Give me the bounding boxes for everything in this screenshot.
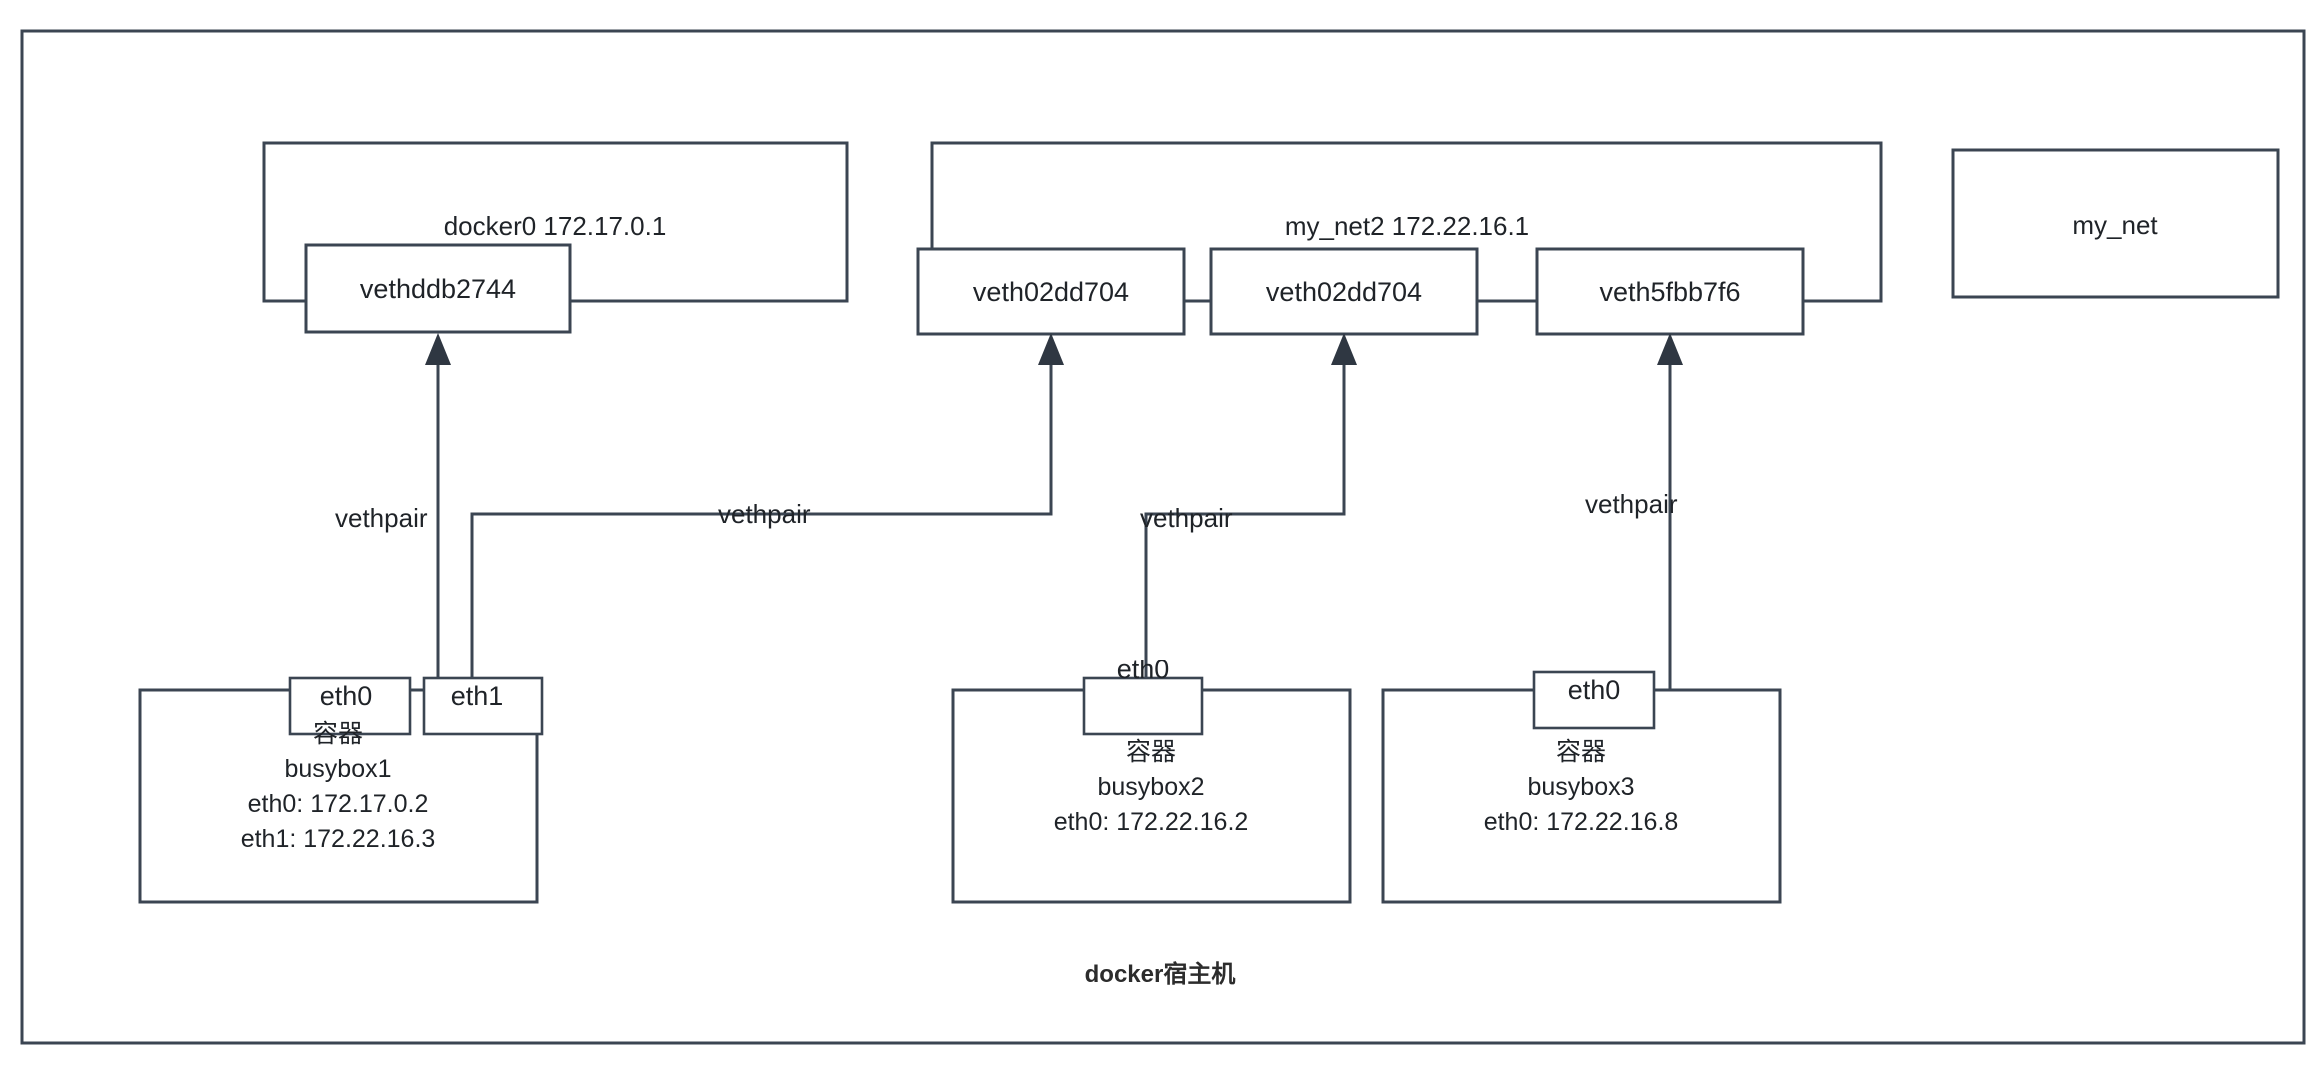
- container-busybox2-name: busybox2: [1097, 773, 1204, 801]
- link-busybox1-eth1-to-veth02dd704-a: [470, 345, 1053, 690]
- veth-vethddb2744-label: vethddb2744: [360, 274, 516, 304]
- arrowhead-veth5fbb7f6: [1657, 333, 1683, 365]
- bridge-docker0-label: docker0 172.17.0.1: [444, 211, 667, 241]
- iface-busybox2-eth0[interactable]: [1082, 676, 1204, 736]
- container-busybox3-addr-0: eth0: 172.22.16.8: [1484, 808, 1679, 836]
- iface-busybox3-eth0-fill: [1534, 672, 1654, 728]
- page-title: docker宿主机: [1085, 960, 1236, 988]
- iface-busybox2-eth0-label-clip: eth0: [1084, 660, 1202, 684]
- container-busybox1-addr-0: eth0: 172.17.0.2: [248, 790, 429, 818]
- link-label-vethpair-3: vethpair: [1140, 503, 1233, 533]
- link-busybox2-eth0-to-veth02dd704-b: [1144, 345, 1346, 690]
- iface-busybox3-eth0[interactable]: [1532, 670, 1656, 730]
- container-busybox3-kind: 容器: [1556, 738, 1606, 766]
- link-label-vethpair-1: vethpair: [335, 503, 428, 533]
- container-busybox3-name: busybox3: [1527, 773, 1634, 801]
- iface-busybox3-eth0-label: eth0: [1568, 675, 1621, 705]
- iface-busybox2-eth0-fill: [1084, 678, 1202, 734]
- bridge-my_net[interactable]: [1951, 148, 2280, 299]
- bridge-my_net2-label: my_net2 172.22.16.1: [1285, 211, 1529, 241]
- veth-vethddb2744-fill: [306, 245, 570, 332]
- container-busybox2-kind: 容器: [1126, 738, 1176, 766]
- arrowhead-veth02dd704-b: [1331, 333, 1357, 365]
- veth-veth5fbb7f6-fill: [1537, 249, 1803, 334]
- iface-busybox1-eth0[interactable]: [288, 676, 412, 736]
- container-busybox2-addr-0: eth0: 172.22.16.2: [1054, 808, 1249, 836]
- docker-host-frame: [20, 29, 2306, 1045]
- iface-busybox1-eth1-fill: [424, 678, 542, 734]
- link-label-vethpair-2: vethpair: [718, 499, 811, 529]
- iface-busybox1-eth1-label: eth1: [451, 681, 504, 711]
- bridge-my_net-label: my_net: [2072, 210, 2158, 240]
- iface-busybox1-eth0-label: eth0: [320, 681, 373, 711]
- veth-veth5fbb7f6-label: veth5fbb7f6: [1599, 277, 1740, 307]
- veth-veth02dd704-a-label: veth02dd704: [973, 277, 1129, 307]
- veth-veth02dd704-b-fill: [1211, 249, 1477, 334]
- veth-veth02dd704-b-label: veth02dd704: [1266, 277, 1422, 307]
- container-busybox1-name: busybox1: [284, 755, 391, 783]
- veth-veth02dd704-a-fill: [918, 249, 1184, 334]
- iface-busybox1-eth0-fill: [290, 678, 410, 734]
- iface-busybox2-eth0-label: eth0: [1116, 660, 1170, 684]
- link-label-vethpair-4: vethpair: [1585, 489, 1678, 519]
- container-busybox1-addr-1: eth1: 172.22.16.3: [241, 825, 436, 853]
- bridge-my_net-fill: [1953, 150, 2278, 297]
- iface-busybox1-eth1[interactable]: [422, 676, 544, 736]
- arrowhead-veth02dd704-a: [1038, 333, 1064, 365]
- arrowhead-vethddb2744: [425, 333, 451, 365]
- veth-vethddb2744[interactable]: [304, 243, 572, 334]
- container-busybox1-kind: 容器: [313, 720, 363, 748]
